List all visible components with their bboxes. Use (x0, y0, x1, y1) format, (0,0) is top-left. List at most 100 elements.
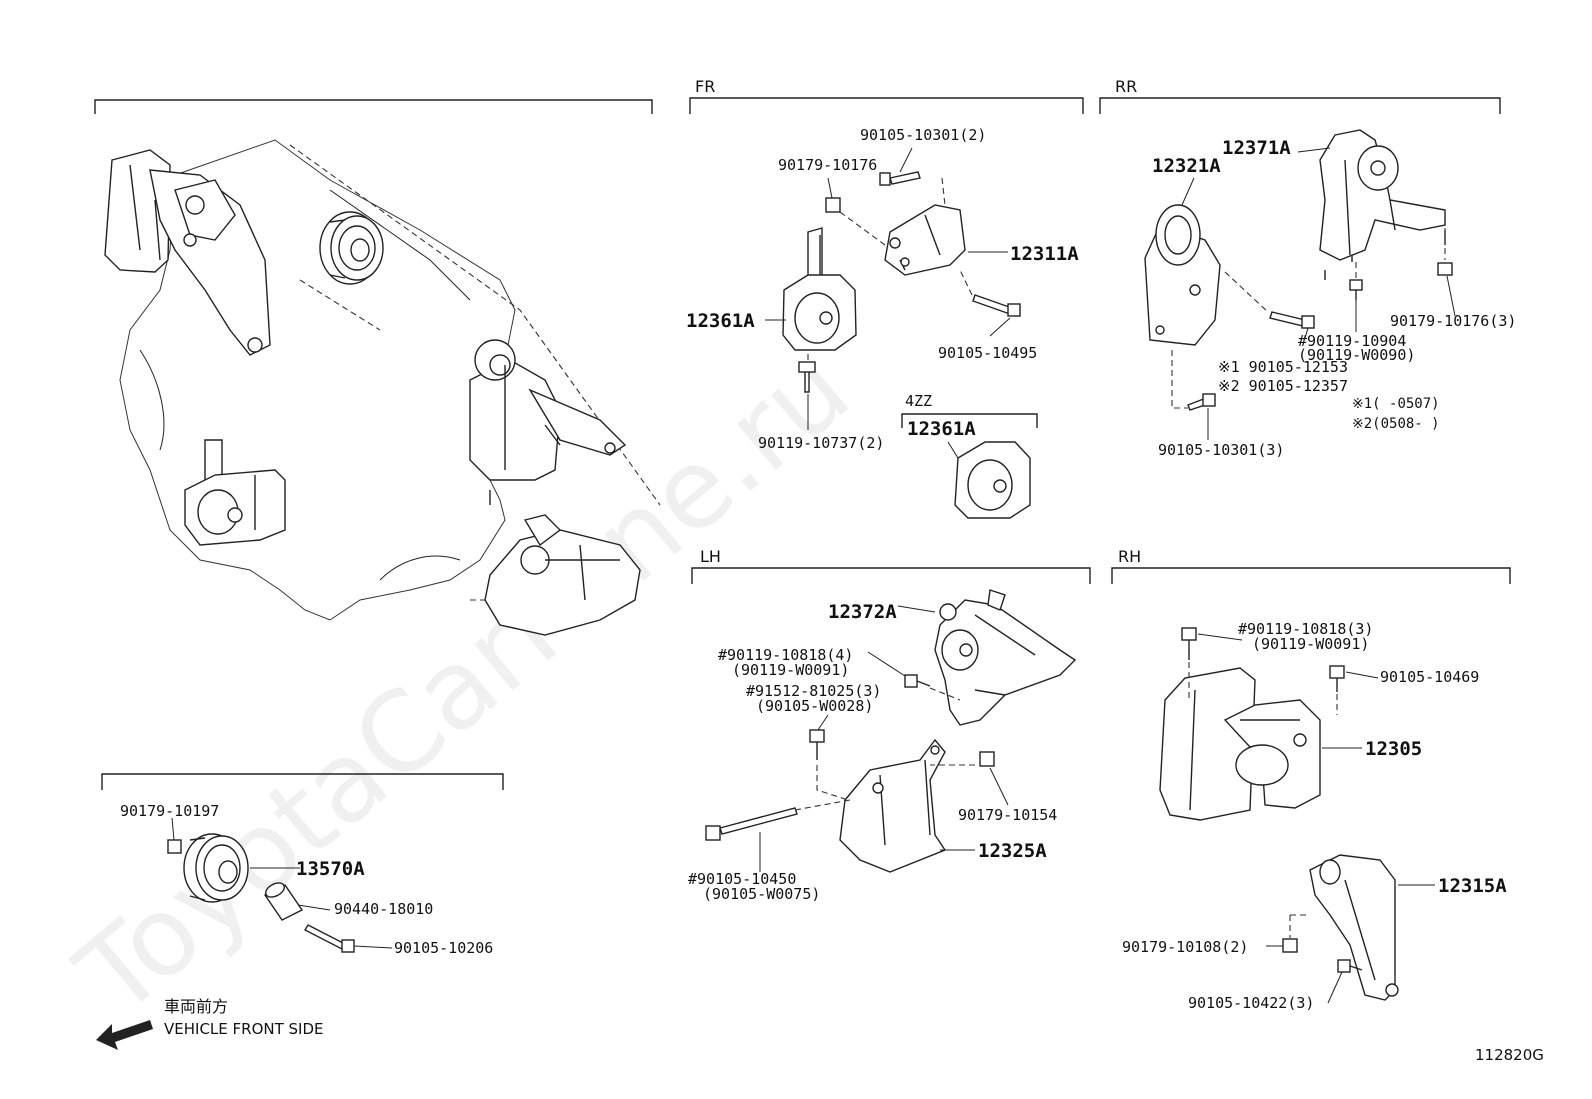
section-rr: RR (1115, 77, 1137, 96)
overview-pulley (319, 211, 384, 285)
callout-fr-insulator: 12361A (686, 310, 755, 332)
rr-bracket-part (1319, 129, 1446, 280)
callout-lh-nut: 90179-10154 (958, 806, 1057, 824)
callout-lh-bolt-a-alt: (90119-W0091) (732, 661, 849, 679)
callout-damper-nut: 90179-10197 (120, 802, 219, 820)
overview-lh-mount (484, 514, 641, 636)
callout-rh-bolt-a: #90119-10818(3) (1238, 620, 1373, 638)
damper-part (183, 833, 249, 903)
section-lh: LH (700, 547, 721, 566)
rr-bolt-d-part (1187, 393, 1216, 411)
rh-nut-part (1282, 938, 1298, 953)
rh-bolt-c-part (1337, 959, 1363, 973)
fr-bolt-top-part (879, 171, 921, 186)
fr-bolt-long-part (972, 294, 1021, 317)
callout-rr-bolt-a-alt: (90119-W0090) (1298, 346, 1415, 364)
figure-id: 112820G (1475, 1046, 1544, 1064)
fr-bolt-bottom-part (798, 361, 816, 393)
rr-leader-1 (1181, 177, 1195, 206)
fr-leader-5 (989, 317, 1011, 337)
damper-nut-part (167, 839, 182, 854)
lh-leader-3 (817, 714, 829, 731)
lh-bracket (691, 567, 1091, 584)
rr-leader-4 (1304, 327, 1309, 339)
callout-rr-bolt-c: ※2 90105-12357 (1218, 377, 1348, 395)
damper-leader-4 (353, 945, 393, 949)
damper-leader-3 (297, 904, 331, 911)
callout-fr-4zz-insulator: 12361A (907, 418, 976, 440)
overview-rr-mount (469, 339, 627, 505)
fr-leader-7 (947, 441, 959, 459)
fr-4zz-insulator-part (954, 441, 1031, 519)
damper-leader-1 (171, 817, 175, 841)
callout-rr-bolt-d: 90105-10301(3) (1158, 441, 1284, 459)
callout-rh-bolt-c: 90105-10422(3) (1188, 994, 1314, 1012)
lh-mount-part (934, 589, 1077, 726)
callout-lh-bolt-b-alt: (90105-W0028) (756, 697, 873, 715)
section-fr: FR (695, 77, 715, 96)
callout-damper: 13570A (296, 858, 365, 880)
damper-bracket (101, 773, 504, 790)
fr-bracket-part (884, 204, 966, 276)
rr-note-2: ※2(0508- ) (1352, 416, 1440, 432)
lh-bolt-b-part (809, 729, 825, 760)
callout-rh-bracket: 12315A (1438, 875, 1507, 897)
fr-4zz-bracket (901, 413, 1038, 428)
direction-japanese: 車両前方 (164, 997, 228, 1016)
rh-bolt-a-part (1181, 627, 1197, 660)
front-arrow-icon (96, 1020, 153, 1050)
fr-nut-part (825, 197, 841, 213)
section-rh: RH (1118, 547, 1141, 566)
callout-damper-bolt: 90105-10206 (394, 939, 493, 957)
callout-rr-bolt-b: ※1 90105-12153 (1218, 358, 1348, 376)
rh-leader-2 (1345, 671, 1379, 679)
callout-fr-bolt-bottom: 90119-10737(2) (758, 434, 884, 452)
rr-insulator-part (1144, 204, 1221, 346)
callout-lh-bolt-long: #90105-10450 (688, 870, 796, 888)
overview-fr-mount (184, 439, 286, 546)
callout-lh-bolt-b: #91512-81025(3) (746, 682, 881, 700)
callout-fr-nut: 90179-10176 (778, 156, 877, 174)
callout-rh-bolt-b: 90105-10469 (1380, 668, 1479, 686)
lh-leader-1 (897, 605, 936, 613)
fr-insulator-part (782, 227, 857, 351)
lh-bolt-a-part (904, 674, 931, 688)
callout-rh-bolt-a-alt: (90119-W0091) (1252, 635, 1369, 653)
rh-leader-6 (1327, 971, 1343, 1004)
rh-bolt-b-part (1329, 665, 1345, 692)
rh-bracket (1111, 567, 1511, 584)
fr-leader-1 (899, 147, 913, 173)
damper-bolt-part (304, 924, 355, 953)
callout-rh-mount: 12305 (1365, 738, 1422, 760)
rh-bracket-part (1309, 854, 1399, 1001)
callout-fr-bolt-top: 90105-10301(2) (860, 126, 986, 144)
callout-lh-bolt-long-alt: (90105-W0075) (703, 885, 820, 903)
callout-fr-bracket: 12311A (1010, 243, 1079, 265)
overview-rh-mount (104, 149, 271, 356)
callout-lh-bracket: 12325A (978, 840, 1047, 862)
callout-rr-bracket: 12371A (1222, 137, 1291, 159)
rr-leader-3 (1446, 275, 1456, 317)
rh-mount-part (1159, 667, 1321, 821)
fr-bracket (689, 97, 1084, 114)
lh-nut-part (979, 751, 995, 767)
lh-leader-4 (989, 767, 1009, 806)
rr-leader-2 (1297, 147, 1331, 153)
lh-bracket-part (839, 738, 947, 873)
direction-english: VEHICLE FRONT SIDE (164, 1020, 324, 1038)
fr-leader-2 (827, 177, 833, 199)
overview-bracket (94, 99, 653, 114)
callout-damper-collar: 90440-18010 (334, 900, 433, 918)
callout-fr-bolt-long: 90105-10495 (938, 344, 1037, 362)
rr-note-1: ※1( -0507) (1352, 396, 1440, 412)
callout-rr-insulator: 12321A (1152, 155, 1221, 177)
damper-collar-part (263, 882, 304, 921)
rh-leader-1 (1197, 633, 1243, 641)
callout-rr-bolt-a: #90119-10904 (1298, 332, 1406, 350)
rr-bracket (1099, 97, 1501, 114)
rr-bolt-a-part (1269, 311, 1315, 329)
callout-rr-nut: 90179-10176(3) (1390, 312, 1516, 330)
fr-variant-label: 4ZZ (905, 392, 932, 410)
lh-leader-2 (867, 651, 906, 677)
